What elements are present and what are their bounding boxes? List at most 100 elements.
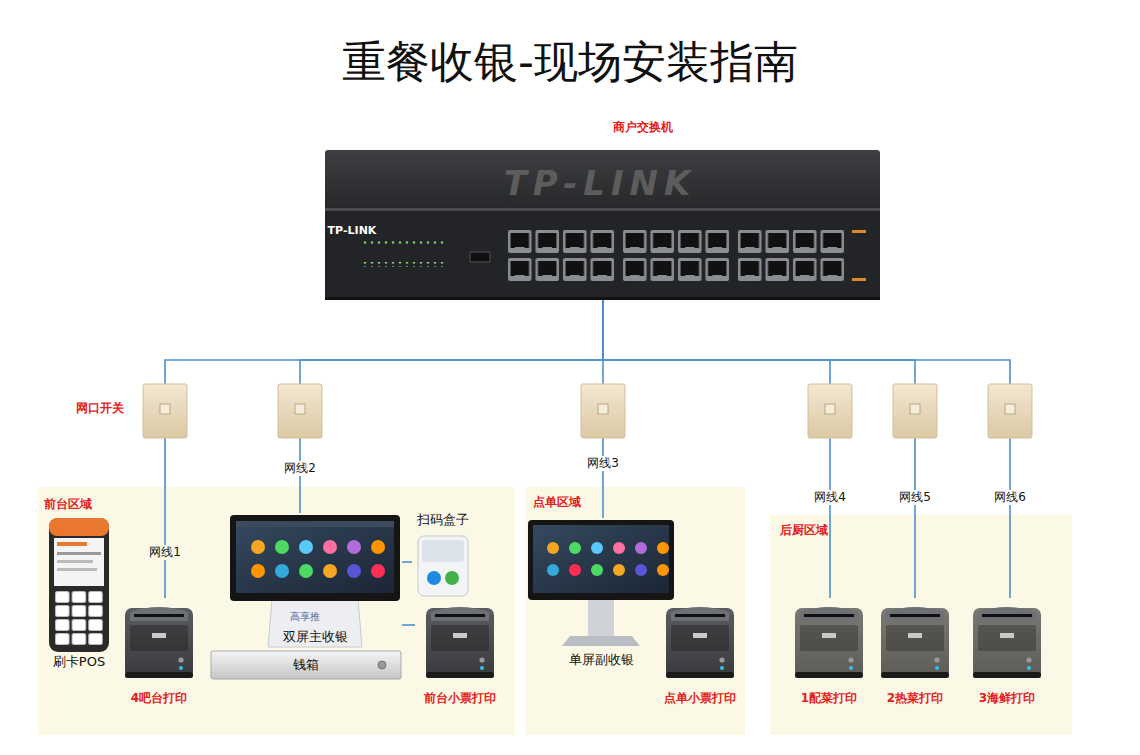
cashier-picture-part [236, 521, 394, 527]
scanner-picture-part [418, 536, 468, 596]
device-caption: 刷卡POS [53, 654, 105, 670]
cable-label: 网线6 [992, 490, 1028, 505]
cashier-picture-part [268, 599, 362, 647]
network-cable [402, 561, 412, 563]
wall-outlet [988, 384, 1032, 438]
cashier-picture-part [635, 542, 647, 554]
cashier-picture-part [347, 540, 361, 554]
printer-picture-part [666, 607, 734, 678]
printer-caption: 前台小票打印 [424, 691, 496, 706]
cashier-picture-part [528, 520, 674, 600]
switch-illustration-part [325, 150, 880, 212]
printer-caption: 1配菜打印 [801, 691, 857, 706]
pos-picture-part [54, 538, 104, 586]
brand-badge: TP-LINK [328, 224, 377, 238]
cable-label: 网线5 [897, 490, 933, 505]
printer-caption: 点单小票打印 [664, 691, 736, 706]
brand-logo-box: TP-LINK [504, 162, 697, 205]
cashier-picture-part [657, 542, 669, 554]
area-panel: 后厨区域 1配菜打印 2热菜打印 3海鲜打印 [770, 515, 1072, 735]
wall-outlet-part [160, 404, 170, 414]
cable-label-box: 网线2 [282, 461, 318, 476]
printer-caption: 3海鲜打印 [979, 691, 1035, 706]
cashier-picture-part [347, 564, 361, 578]
printer-picture [655, 598, 745, 682]
switch-illustration-part [621, 228, 731, 284]
cable-label-box: 网线4 [812, 490, 848, 505]
sub-cashier: 单屏副收银 [526, 518, 676, 670]
outlet-label: 网口开关 [76, 401, 124, 416]
wall-outlet-part [278, 384, 322, 438]
printer-picture-part [881, 607, 949, 678]
cable-label-box: 网线6 [992, 490, 1028, 505]
printer: 点单小票打印 [656, 598, 744, 706]
cashier-picture-part [591, 564, 603, 576]
cashier-picture-part [275, 540, 289, 554]
wall-outlet [893, 384, 937, 438]
cable-label-box: 网线1 [147, 545, 183, 560]
wall-outlet-part [1005, 404, 1015, 414]
wall-outlet [808, 384, 852, 438]
switch-illustration-part [362, 240, 446, 245]
device-caption: 双屏主收银 [283, 629, 348, 645]
cashier-picture [228, 513, 402, 648]
device-caption: 扫码盒子 [417, 512, 469, 528]
stand-logo: 高享推 [290, 611, 320, 624]
wall-outlet-part [581, 384, 625, 438]
network-cable [603, 300, 915, 598]
drawer-picture-part [211, 651, 401, 679]
pos-terminal: 刷卡POS [44, 516, 114, 672]
scanner-picture-part [445, 571, 459, 585]
wall-outlet [143, 384, 187, 438]
scanner-box: 扫码盒子 [412, 512, 474, 598]
cashier-picture-part [236, 521, 394, 593]
network-cable [402, 624, 415, 626]
area-panel: 点单区域 单屏副收银点单小票打印 [525, 487, 745, 735]
printer-picture [962, 598, 1052, 682]
printer: 2热菜打印 [870, 598, 960, 706]
area-title: 前台区域 [44, 497, 92, 512]
pos-picture [44, 516, 114, 654]
cashier-picture-part [371, 540, 385, 554]
cashier-picture-part [371, 564, 385, 578]
printer: 前台小票打印 [415, 598, 505, 706]
drawer-picture-part [378, 661, 386, 669]
network-cable [300, 300, 603, 513]
cashier-picture-part [569, 564, 581, 576]
cashier-picture-part [562, 636, 640, 646]
area-title: 后厨区域 [780, 523, 828, 538]
page-title: 重餐收银-现场安装指南 [342, 36, 798, 89]
cashier-picture-part [547, 542, 559, 554]
cashier-picture-part [299, 540, 313, 554]
wall-outlet-part [143, 384, 187, 438]
wall-outlet-part [295, 404, 305, 414]
pos-picture-part [54, 590, 104, 646]
cashier-picture-part [613, 542, 625, 554]
pos-picture-part [49, 518, 109, 536]
cable-label: 网线3 [585, 456, 621, 471]
switch-illustration-part [852, 230, 866, 233]
switch-unit: 商户交换机 [325, 118, 880, 300]
printer: 1配菜打印 [784, 598, 874, 706]
cashier-picture-part [533, 525, 669, 593]
printer-picture [870, 598, 960, 682]
wall-outlet-part [893, 384, 937, 438]
wall-outlet-part [825, 404, 835, 414]
switch-illustration-part [736, 228, 846, 284]
main-cashier: 双屏主收银 [228, 513, 402, 648]
switch-illustration-part [470, 252, 490, 262]
switch-illustration [325, 150, 880, 300]
pos-picture-part [57, 542, 87, 546]
cashier-picture-part [635, 564, 647, 576]
printer-picture [784, 598, 874, 682]
pos-picture-part [57, 560, 93, 563]
cashier-picture-part [591, 542, 603, 554]
cashier-picture-part [657, 564, 669, 576]
cashier-picture-part [251, 564, 265, 578]
printer: 3海鲜打印 [962, 598, 1052, 706]
stand-logo-box: 高享推 [290, 611, 320, 624]
cashier-picture-part [230, 515, 400, 601]
